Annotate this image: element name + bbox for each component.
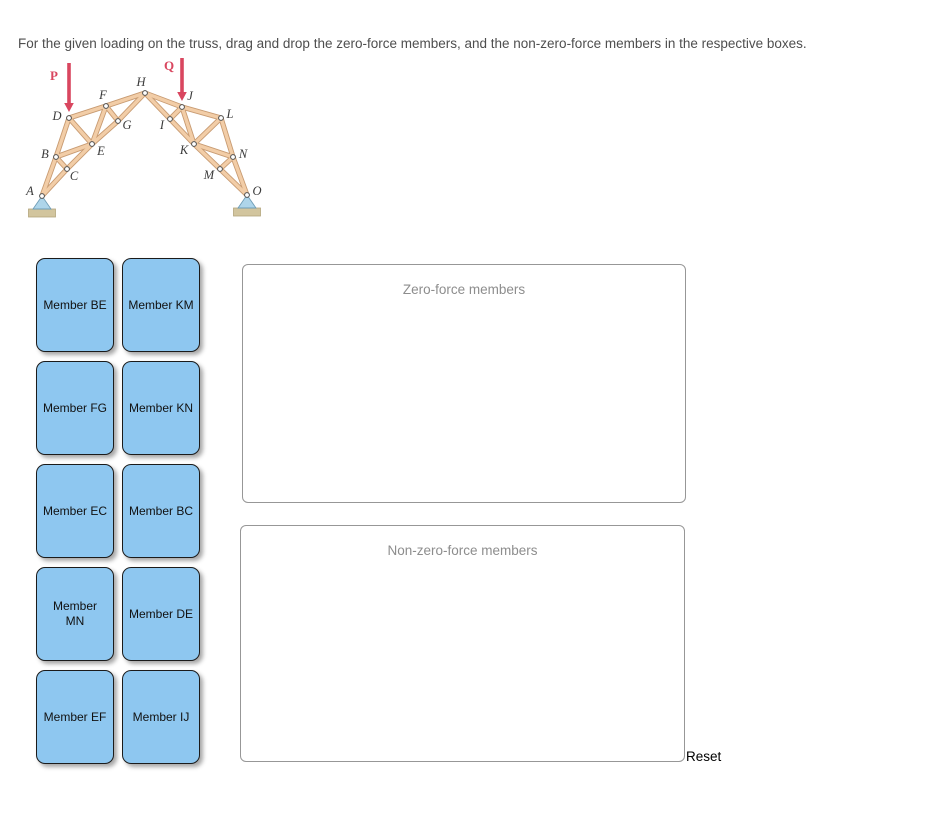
svg-text:O: O <box>252 184 261 198</box>
member-card-be[interactable]: Member BE <box>36 258 114 352</box>
svg-text:A: A <box>25 184 34 198</box>
svg-text:J: J <box>187 89 194 103</box>
member-card-de[interactable]: Member DE <box>122 567 200 661</box>
svg-text:E: E <box>96 144 105 158</box>
member-card-fg[interactable]: Member FG <box>36 361 114 455</box>
reset-button[interactable]: Reset <box>686 749 722 764</box>
member-card-mn[interactable]: Member MN <box>36 567 114 661</box>
svg-text:F: F <box>98 88 107 102</box>
svg-text:G: G <box>122 118 131 132</box>
instruction-text: For the given loading on the truss, drag… <box>18 36 807 51</box>
svg-text:I: I <box>159 118 165 132</box>
svg-text:N: N <box>238 147 248 161</box>
svg-text:L: L <box>226 107 234 121</box>
truss-diagram: P Q A B C D E F G H I J K L M N O <box>25 58 262 218</box>
member-card-km[interactable]: Member KM <box>122 258 200 352</box>
svg-text:Q: Q <box>164 58 174 73</box>
member-card-list: Member BE Member KM Member FG Member KN … <box>36 258 200 764</box>
svg-text:C: C <box>70 169 79 183</box>
nonzero-force-dropzone-title: Non-zero-force members <box>387 543 538 558</box>
zero-force-dropzone-title: Zero-force members <box>402 282 526 297</box>
svg-text:B: B <box>41 147 49 161</box>
svg-text:D: D <box>51 109 61 123</box>
nonzero-force-dropzone[interactable]: Non-zero-force members <box>240 525 685 762</box>
zero-force-dropzone[interactable]: Zero-force members <box>242 264 686 503</box>
svg-text:H: H <box>135 75 146 89</box>
member-card-ij[interactable]: Member IJ <box>122 670 200 764</box>
member-card-ef[interactable]: Member EF <box>36 670 114 764</box>
svg-text:K: K <box>179 143 189 157</box>
svg-text:M: M <box>203 168 215 182</box>
member-card-ec[interactable]: Member EC <box>36 464 114 558</box>
member-card-bc[interactable]: Member BC <box>122 464 200 558</box>
svg-text:P: P <box>50 68 58 83</box>
member-card-kn[interactable]: Member KN <box>122 361 200 455</box>
